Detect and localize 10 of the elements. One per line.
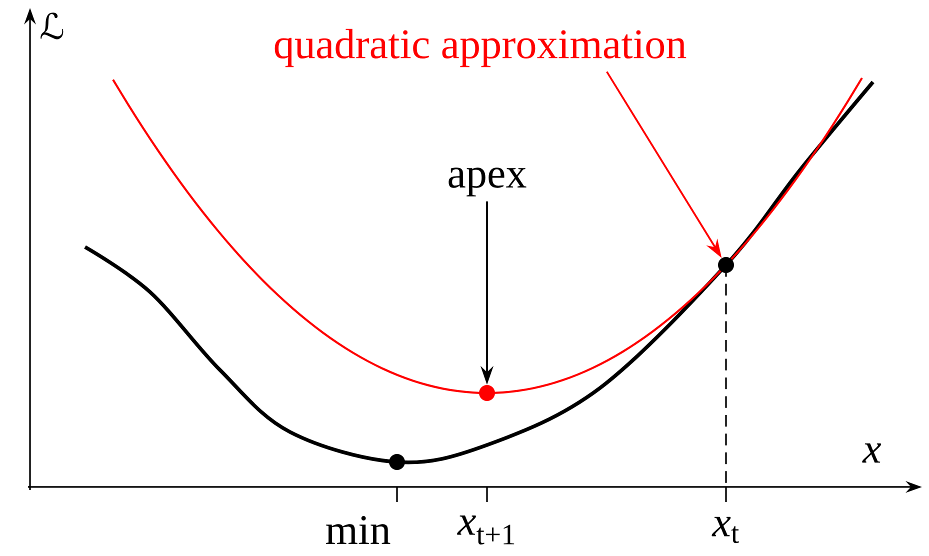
point-marker (389, 454, 405, 470)
text-label: quadratic approximation (274, 28, 686, 68)
tick-label: x$_{t+1}$ (457, 515, 514, 545)
text-label: apex (448, 168, 526, 196)
tick-label: x$_{t}$ (712, 516, 739, 544)
tick-label: min (326, 516, 390, 544)
axis-label: ℒ (40, 12, 64, 40)
point-marker (718, 257, 734, 273)
point-marker (479, 385, 495, 401)
axis-label: x (862, 443, 882, 463)
